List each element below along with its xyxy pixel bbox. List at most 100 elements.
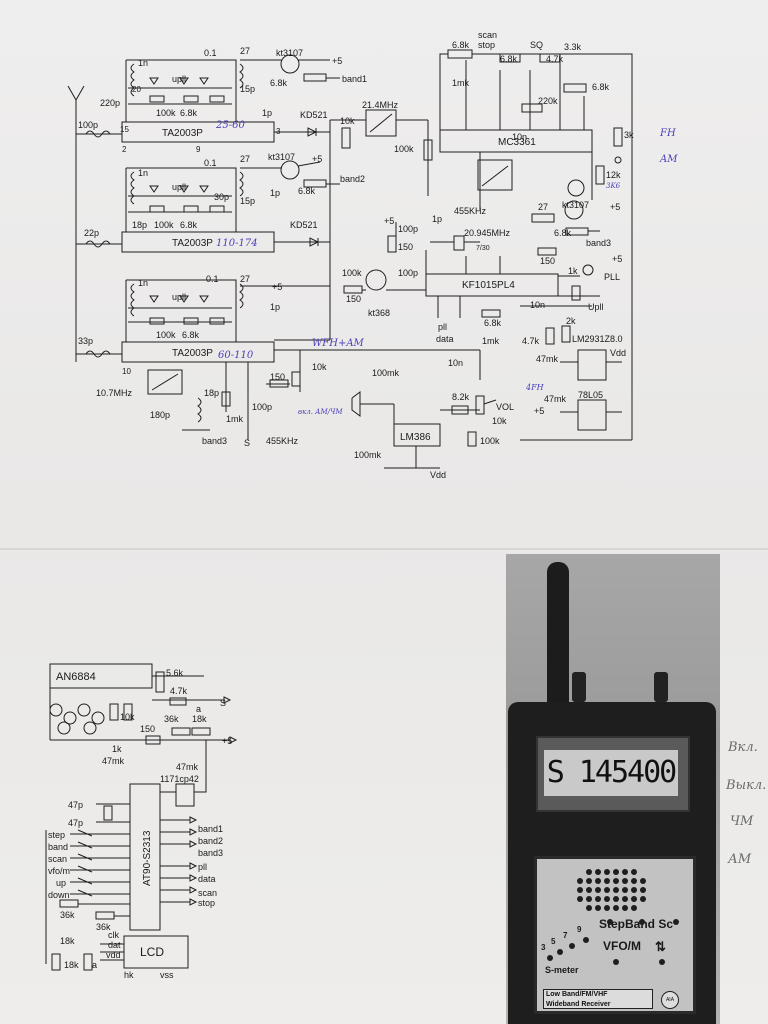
led-3 bbox=[569, 943, 575, 949]
r-68k-7: 6.8k bbox=[500, 54, 518, 64]
speaker-hole bbox=[604, 905, 610, 911]
f455-label-1: 455KHz bbox=[454, 206, 487, 216]
lcd-pin-vss: vss bbox=[160, 970, 174, 980]
knob-left bbox=[572, 672, 586, 702]
an6884-label: AN6884 bbox=[56, 671, 96, 683]
speaker-hole bbox=[604, 869, 610, 875]
kt3107-label-3: kt3107 bbox=[562, 200, 589, 210]
speaker-hole bbox=[622, 869, 628, 875]
up-down-arrows-icon: ⇅ bbox=[655, 939, 666, 954]
r-47k-1: 4.7k bbox=[546, 54, 564, 64]
r-100k-4: 100k bbox=[394, 144, 414, 154]
r-2k: 2k bbox=[566, 316, 576, 326]
plus5-8: +5 bbox=[222, 736, 232, 746]
r-68k-10: 6.8k bbox=[484, 318, 502, 328]
speaker-hole bbox=[586, 896, 592, 902]
cap-18p-2: 18p bbox=[204, 388, 219, 398]
xtal-20mhz-label: 20.945MHz bbox=[464, 228, 511, 238]
pin-9: 9 bbox=[196, 145, 201, 154]
cap-47p-1: 47p bbox=[68, 800, 83, 810]
cap-01-3: 0.1 bbox=[206, 274, 219, 284]
r-33k: 3.3k bbox=[564, 42, 582, 52]
plus5-5: +5 bbox=[610, 202, 620, 212]
upll-label-3: upll bbox=[172, 292, 186, 302]
r-68k-4: 6.8k bbox=[270, 78, 288, 88]
r-68k-9: 6.8k bbox=[554, 228, 572, 238]
kt3107-label-1: kt3107 bbox=[276, 48, 303, 58]
cap-01-1: 0.1 bbox=[204, 48, 217, 58]
r-1k-2: 1k bbox=[112, 744, 122, 754]
cap-100p-2: 100p bbox=[398, 224, 418, 234]
receiver-display: S 145400 bbox=[544, 750, 678, 796]
cap-47mk-4: 47mk bbox=[176, 762, 199, 772]
speaker-hole bbox=[586, 905, 592, 911]
upll2-label: Upll bbox=[588, 302, 604, 312]
knob-right bbox=[654, 672, 668, 702]
pin-10-11: 10 bbox=[122, 367, 131, 376]
r-68k-3: 6.8k bbox=[182, 330, 200, 340]
data-label: data bbox=[436, 334, 454, 344]
r-1k-1: 1k bbox=[568, 266, 578, 276]
r-150-2: 150 bbox=[346, 294, 361, 304]
speaker-hole bbox=[631, 878, 637, 884]
r-150-5: 150 bbox=[140, 724, 155, 734]
paper-fold bbox=[0, 548, 768, 550]
stop-label: stop bbox=[478, 40, 495, 50]
cap-100p-3: 100p bbox=[398, 268, 418, 278]
r-27-4: 27 bbox=[538, 202, 548, 212]
key-vfo-m: vfo/m bbox=[48, 866, 70, 876]
cap-100p-1: 100p bbox=[78, 120, 98, 130]
kd521-label-2: KD521 bbox=[290, 220, 318, 230]
at90s2313-block bbox=[129, 783, 161, 931]
cap-33p: 33p bbox=[78, 336, 93, 346]
r-36k-1: 36k bbox=[164, 714, 179, 724]
cap-15p-2: 15p bbox=[240, 196, 255, 206]
speaker-hole bbox=[604, 878, 610, 884]
hand-note-fm2: 4FH bbox=[525, 383, 545, 392]
reg78l05-label: 78L05 bbox=[578, 390, 603, 400]
s-label-2: S bbox=[220, 698, 226, 708]
antenna bbox=[547, 562, 569, 712]
r-18k-3: 18k bbox=[64, 960, 79, 970]
speaker-hole bbox=[577, 887, 583, 893]
r-3k: 3k bbox=[624, 130, 634, 140]
cap-1n-2: 1n bbox=[138, 168, 148, 178]
r-68k-2: 6.8k bbox=[180, 220, 198, 230]
mcu-out-band2: band2 bbox=[198, 836, 223, 846]
speaker-hole bbox=[586, 878, 592, 884]
r-68k-1: 6.8k bbox=[180, 108, 198, 118]
hand-note-fm: FH bbox=[659, 128, 676, 139]
cap-100mk-2: 100mk bbox=[354, 450, 382, 460]
pin-2: 2 bbox=[122, 145, 127, 154]
speaker-hole bbox=[622, 905, 628, 911]
smeter-num-5: 5 bbox=[551, 937, 556, 946]
xtal-21mhz-label: 21.4MHz bbox=[362, 100, 399, 110]
r-12k: 12k bbox=[606, 170, 621, 180]
scan-label: scan bbox=[478, 30, 497, 40]
lcd-pin-dat: dat bbox=[108, 940, 121, 950]
hand-note-band2: 110-174 bbox=[216, 238, 258, 249]
speaker-hole bbox=[631, 896, 637, 902]
kt3107-transistor-3 bbox=[564, 200, 584, 220]
r-100k-1: 100k bbox=[156, 108, 176, 118]
badge-line-1: Low Band/FM/VHF bbox=[546, 991, 608, 998]
button-step bbox=[607, 919, 613, 925]
pin-3: 3 bbox=[276, 127, 281, 136]
kt3107-transistor-1 bbox=[280, 54, 300, 74]
side-note-am: АМ bbox=[728, 852, 752, 867]
speaker-hole bbox=[631, 887, 637, 893]
r-68k-8: 6.8k bbox=[592, 82, 610, 92]
cap-100p-4: 100p bbox=[252, 402, 272, 412]
mcu-out-pll: pll bbox=[198, 862, 207, 872]
r-10k-1: 10k bbox=[340, 116, 355, 126]
r-150-3: 150 bbox=[540, 256, 555, 266]
cap-47mk-3: 47mk bbox=[102, 756, 125, 766]
speaker-hole bbox=[595, 896, 601, 902]
cap-100mk-1: 100mk bbox=[372, 368, 400, 378]
cap-22p: 22p bbox=[84, 228, 99, 238]
key-down: down bbox=[48, 890, 70, 900]
hand-note-mute: вкл. АМ/ЧМ bbox=[298, 408, 343, 416]
antenna-symbol bbox=[67, 85, 85, 102]
button-vfo bbox=[613, 959, 619, 965]
